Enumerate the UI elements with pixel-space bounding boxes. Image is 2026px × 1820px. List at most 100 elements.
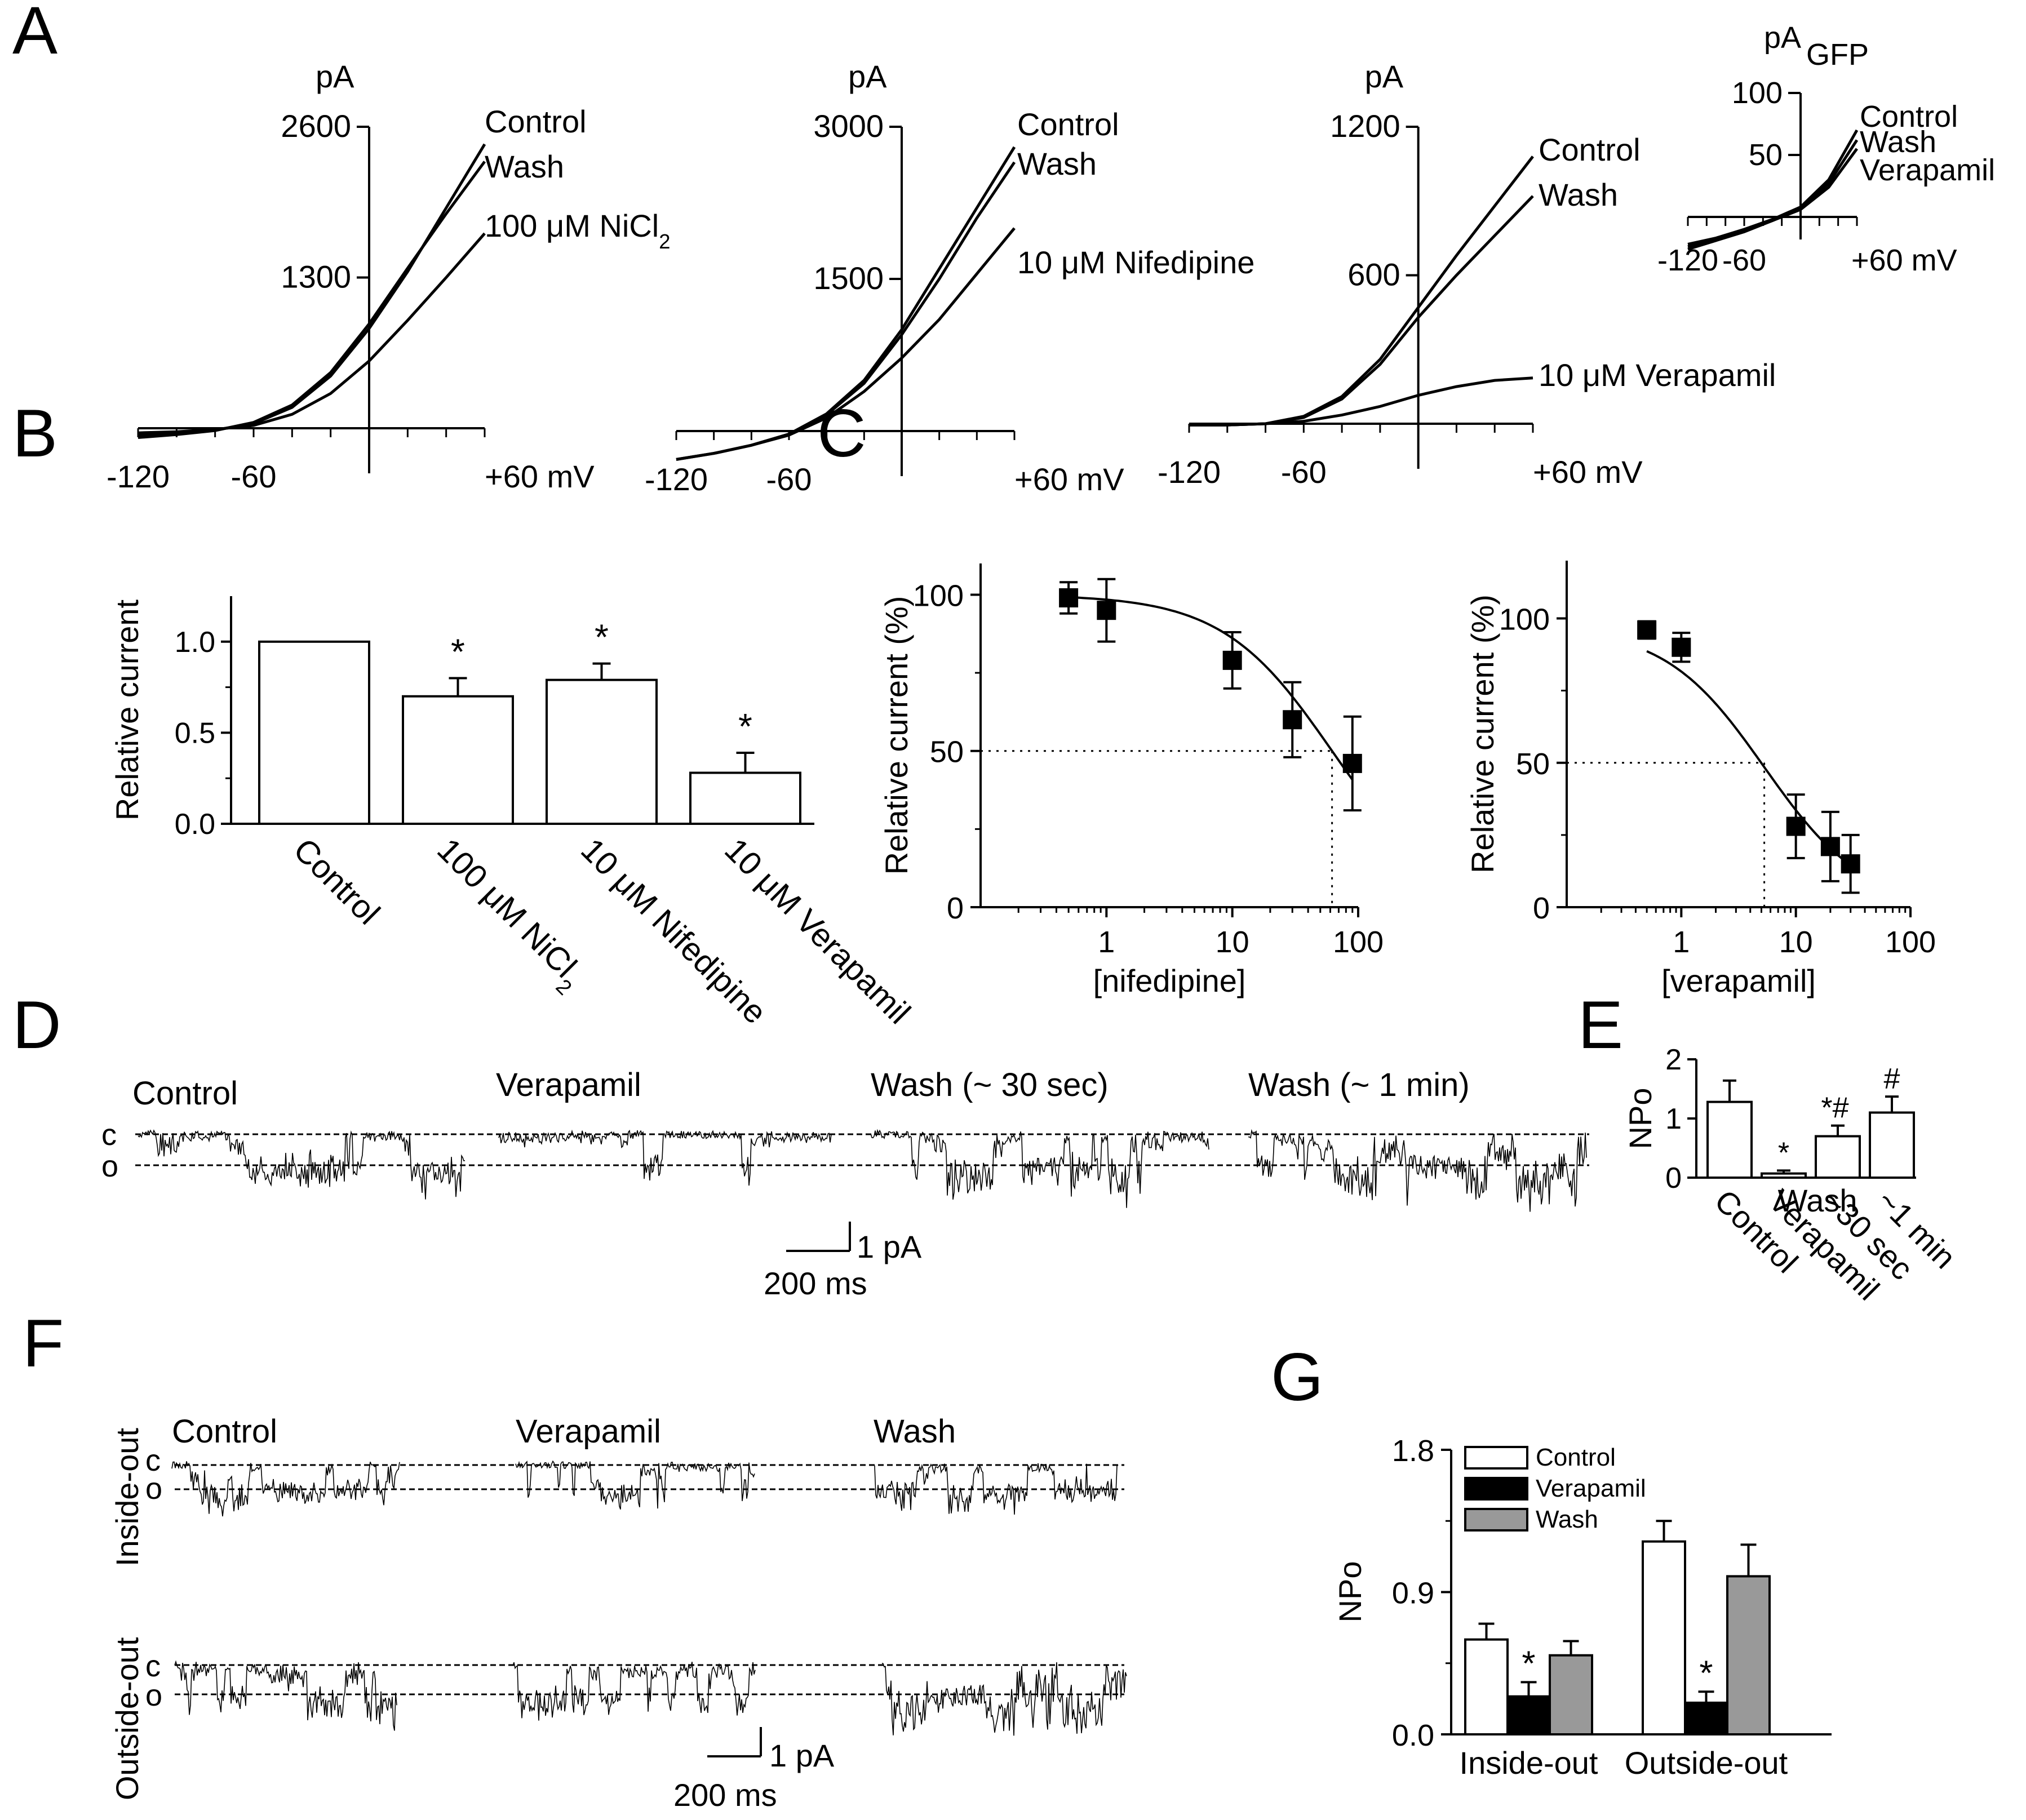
f-scale-time: 200 ms bbox=[673, 1777, 777, 1813]
e-significance-mark: *# bbox=[1821, 1092, 1848, 1125]
iv1-unit-pa: pA bbox=[316, 59, 354, 94]
iv3-y-tick-label: 1200 bbox=[1330, 108, 1400, 144]
c2-data-point bbox=[1786, 816, 1806, 836]
panel-letter-d: D bbox=[12, 987, 61, 1063]
f-open-label-2: o bbox=[145, 1679, 162, 1712]
iv2-y-tick-label: 3000 bbox=[813, 108, 884, 144]
iv2-series-label-2: 10 μM Nifedipine bbox=[1017, 245, 1254, 280]
g-y-axis-label: NPo bbox=[1332, 1561, 1368, 1623]
iv4-series-label-1: Wash bbox=[1860, 125, 1936, 159]
iv3-curve-wash bbox=[1189, 195, 1534, 427]
b-significance-star: * bbox=[451, 631, 465, 672]
b-bar bbox=[402, 695, 514, 825]
iv4-title: GFP bbox=[1806, 38, 1869, 72]
iv4-curve-verapamil bbox=[1687, 148, 1859, 251]
c2-y-axis-label: Relative current (%) bbox=[1465, 594, 1500, 873]
iv4-y-tick-label: 50 bbox=[1749, 138, 1783, 172]
iv4-series-label-2: Verapamil bbox=[1860, 153, 1995, 187]
iv1-x-label-n120: -120 bbox=[107, 459, 170, 494]
f-row-inside-out: Inside-out bbox=[109, 1428, 145, 1566]
b-y-tick-label: 1.0 bbox=[175, 626, 215, 659]
iv1-x-label-n60: -60 bbox=[231, 459, 277, 494]
f-open-label-1: o bbox=[145, 1472, 162, 1506]
c2-y-tick-label: 100 bbox=[1499, 603, 1550, 637]
iv2-curve-10-m-nifedipine bbox=[676, 227, 1016, 461]
iv2-x-label-n120: -120 bbox=[645, 461, 708, 497]
c1-data-point bbox=[1097, 601, 1116, 620]
d-scale-time: 200 ms bbox=[764, 1266, 867, 1301]
b-bar bbox=[546, 678, 658, 825]
d-trace-control bbox=[138, 1129, 466, 1200]
b-significance-star: * bbox=[738, 706, 752, 747]
g-legend-swatch-wash bbox=[1464, 1508, 1528, 1532]
c1-x-axis-label: [nifedipine] bbox=[1093, 963, 1246, 998]
g-legend-label-verapamil: Verapamil bbox=[1536, 1475, 1646, 1502]
iv2-series-label-0: Control bbox=[1017, 106, 1119, 142]
e-y-tick-label: 1 bbox=[1665, 1103, 1682, 1135]
b-bar bbox=[258, 640, 370, 825]
iv3-unit-pa: pA bbox=[1365, 59, 1404, 94]
iv3-x-label-60: +60 mV bbox=[1533, 454, 1643, 490]
g-legend-label-wash: Wash bbox=[1536, 1506, 1598, 1533]
iv1-curve-100-m-nicl2 bbox=[138, 232, 486, 434]
c2-data-point bbox=[1820, 837, 1840, 856]
iv3-series-label-0: Control bbox=[1539, 132, 1641, 167]
c1-data-point bbox=[1059, 588, 1079, 607]
g-legend-swatch-verapamil bbox=[1464, 1477, 1528, 1501]
c2-x-axis-label: [verapamil] bbox=[1661, 963, 1816, 998]
b-y-tick-label: 0.5 bbox=[175, 717, 215, 749]
g-category-label: Outside-out bbox=[1625, 1745, 1788, 1781]
c1-x-tick-label: 100 bbox=[1333, 925, 1384, 959]
panel-letter-a: A bbox=[12, 0, 57, 68]
e-bar bbox=[1869, 1111, 1915, 1179]
g-bar-verapamil bbox=[1506, 1695, 1551, 1736]
f-label-control: Control bbox=[172, 1413, 277, 1450]
b-y-axis-label: Relative current bbox=[109, 599, 145, 820]
c1-fit-curve bbox=[1069, 596, 1354, 780]
e-y-axis-label: NPo bbox=[1622, 1088, 1658, 1149]
d-label-wash-30: Wash (~ 30 sec) bbox=[871, 1067, 1109, 1103]
e-bar bbox=[1815, 1135, 1861, 1179]
iv4-x-label-n60: -60 bbox=[1722, 243, 1766, 277]
c1-x-tick-label: 1 bbox=[1098, 925, 1115, 959]
iv2-unit-pa: pA bbox=[848, 59, 887, 94]
c1-y-tick-label: 100 bbox=[913, 579, 964, 612]
e-group-label-wash: Wash bbox=[1777, 1183, 1857, 1218]
c1-x-tick-label: 10 bbox=[1216, 925, 1249, 959]
e-bar bbox=[1761, 1172, 1807, 1179]
c2-y-tick-label: 50 bbox=[1516, 747, 1550, 781]
f-trace-outside-verapamil bbox=[512, 1662, 756, 1721]
f-trace-outside-wash bbox=[881, 1662, 1127, 1736]
g-significance-star: * bbox=[1522, 1644, 1535, 1683]
g-bar-verapamil bbox=[1684, 1701, 1728, 1736]
d-label-wash-1min: Wash (~ 1 min) bbox=[1248, 1067, 1470, 1103]
c2-data-point bbox=[1672, 637, 1691, 657]
iv1-curve-wash bbox=[138, 161, 486, 439]
c1-y-axis-label: Relative current (%) bbox=[879, 596, 914, 875]
d-closed-label: c bbox=[101, 1118, 117, 1152]
c2-x-tick-label: 1 bbox=[1673, 925, 1690, 959]
d-trace-verapamil bbox=[498, 1129, 832, 1186]
iv3-series-label-2: 10 μM Verapamil bbox=[1539, 357, 1776, 393]
c1-data-point bbox=[1342, 753, 1362, 773]
iv1-series-label-0: Control bbox=[485, 104, 587, 139]
d-trace-wash-30 bbox=[870, 1129, 1209, 1208]
g-legend-label-control: Control bbox=[1536, 1444, 1616, 1471]
c2-x-tick-label: 10 bbox=[1779, 925, 1813, 959]
e-y-tick-label: 2 bbox=[1665, 1044, 1682, 1076]
g-bar-wash bbox=[1549, 1654, 1593, 1735]
d-label-verapamil: Verapamil bbox=[496, 1067, 641, 1103]
b-bar bbox=[689, 771, 801, 825]
c2-data-point bbox=[1637, 620, 1657, 640]
iv2-x-label-n60: -60 bbox=[766, 461, 812, 497]
c2-y-tick-label: 0 bbox=[1533, 891, 1550, 925]
g-y-tick-label: 1.8 bbox=[1392, 1434, 1434, 1468]
e-y-tick-label: 0 bbox=[1665, 1162, 1682, 1195]
iv2-series-label-1: Wash bbox=[1017, 146, 1097, 181]
iv2-y-tick-label: 1500 bbox=[813, 260, 884, 296]
c1-y-tick-label: 50 bbox=[930, 735, 964, 769]
iv1-series-label-2: 100 μM NiCl2 bbox=[485, 208, 670, 253]
g-bar-control bbox=[1642, 1540, 1686, 1735]
b-category-label: Control bbox=[286, 831, 387, 931]
